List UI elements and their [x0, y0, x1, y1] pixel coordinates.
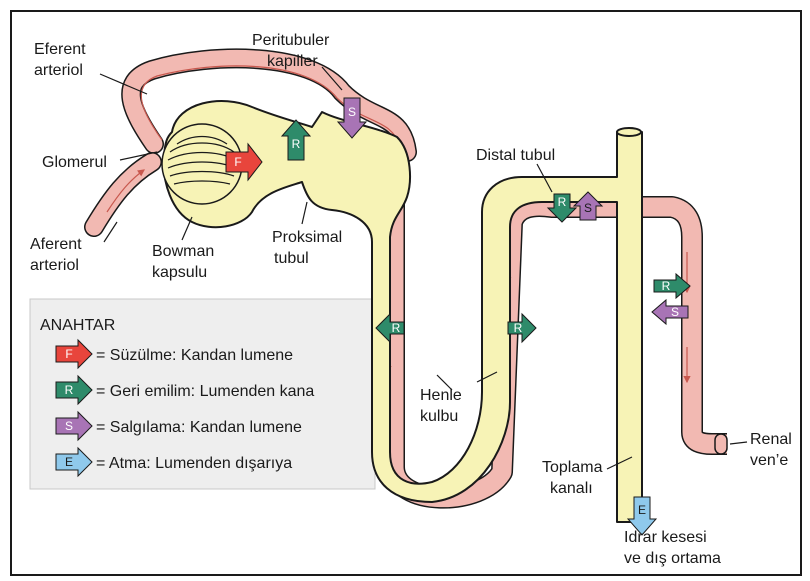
label-bowman-1: Bowman — [152, 243, 214, 260]
label-efferent-1: Eferent — [34, 41, 86, 58]
key-text-filtration: = Süzülme: Kandan lumene — [96, 347, 293, 364]
label-afferent-2: arteriol — [30, 257, 79, 274]
label-peritubular-1: Peritubuler — [252, 32, 330, 49]
label-proximal-1: Proksimal — [272, 229, 342, 246]
svg-text:F: F — [234, 155, 241, 169]
nephron-diagram: ANAHTAR F = Süzülme: Kandan lumene R = G… — [12, 12, 800, 574]
svg-text:S: S — [671, 305, 679, 319]
label-peritubular-2: kapiller — [267, 53, 318, 70]
label-bladder-1: Idrar kesesi — [624, 529, 707, 546]
label-collecting-2: kanalı — [550, 480, 593, 497]
svg-text:R: R — [662, 279, 671, 293]
key-text-reabsorption: = Geri emilim: Lumenden kana — [96, 383, 314, 400]
label-distal: Distal tubul — [476, 147, 555, 164]
svg-text:R: R — [514, 321, 523, 335]
label-glomerulus: Glomerul — [42, 154, 107, 171]
diagram-frame: ANAHTAR F = Süzülme: Kandan lumene R = G… — [10, 10, 802, 576]
label-henle-2: kulbu — [420, 408, 458, 425]
label-collecting-1: Toplama — [542, 459, 603, 476]
svg-text:R: R — [392, 321, 401, 335]
key-letter-e: E — [65, 455, 73, 469]
label-bowman-2: kapsulu — [152, 264, 207, 281]
label-renal-2: ven’e — [750, 452, 788, 469]
key-text-excretion: = Atma: Lumenden dışarıya — [96, 455, 292, 472]
key-box: ANAHTAR F = Süzülme: Kandan lumene R = G… — [30, 299, 375, 489]
svg-text:R: R — [292, 137, 301, 151]
svg-text:R: R — [558, 195, 567, 209]
key-title: ANAHTAR — [40, 317, 115, 334]
label-afferent-1: Aferent — [30, 236, 82, 253]
afferent-arteriole — [94, 162, 152, 227]
label-henle-1: Henle — [420, 387, 462, 404]
label-proximal-2: tubul — [274, 250, 309, 267]
key-text-secretion: = Salgılama: Kandan lumene — [96, 419, 302, 436]
svg-text:E: E — [638, 503, 646, 517]
label-renal-1: Renal — [750, 431, 792, 448]
svg-text:S: S — [348, 105, 356, 119]
svg-text:S: S — [584, 201, 592, 215]
key-letter-s: S — [65, 419, 73, 433]
key-letter-r: R — [65, 383, 74, 397]
key-letter-f: F — [65, 347, 72, 361]
label-bladder-2: ve dış ortama — [624, 550, 721, 567]
label-efferent-2: arteriol — [34, 62, 83, 79]
